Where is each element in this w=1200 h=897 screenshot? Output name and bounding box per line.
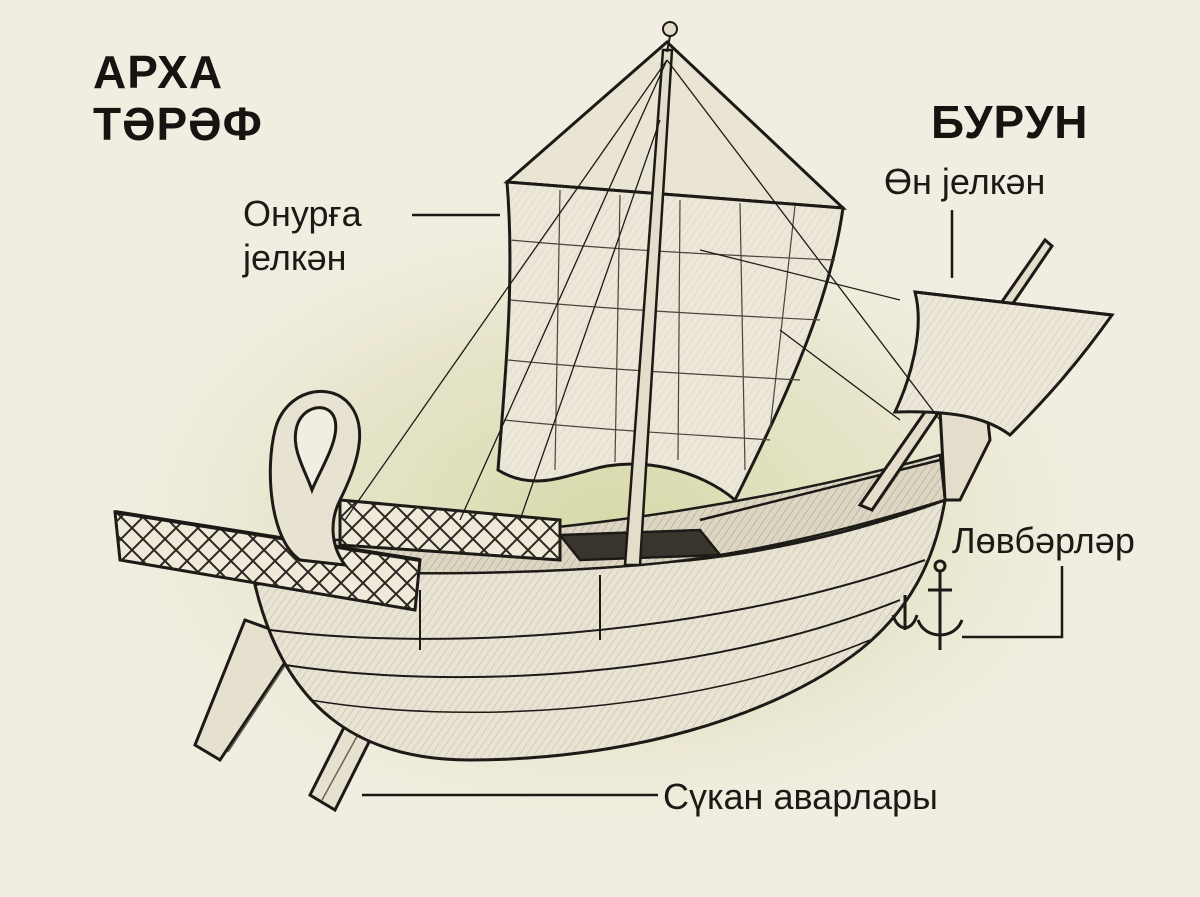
anchors-label: Лөвбәрләр [952,520,1135,561]
steering-oars-label: Сүкан аварлары [663,776,938,817]
stern-heading: АРХА ТӘРӘФ [93,46,263,150]
leader-lines [362,210,1064,797]
foresail [892,290,1115,437]
mainsail-label: Онурға јелкән [243,193,362,278]
leader-line-anchors [962,566,1064,639]
anchors [891,559,964,650]
hull [253,497,947,762]
bow-heading: БУРУН [931,96,1089,148]
mainsail [496,39,848,503]
swan-neck-sternpost [268,389,362,567]
foresail-label: Өн јелкән [884,161,1046,202]
mast-and-rigging [344,21,941,567]
